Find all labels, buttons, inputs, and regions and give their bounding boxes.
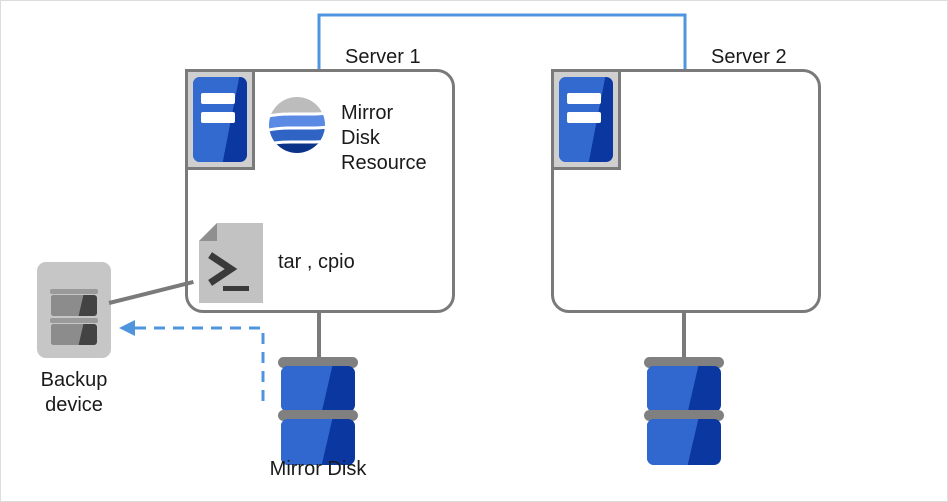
server-bar-lower — [200, 111, 235, 123]
server-1-label: Server 1 — [345, 46, 421, 68]
backup-device-icon — [37, 262, 111, 358]
mirror-disk-resource-label: Mirror Disk Resource — [341, 102, 427, 174]
backup-platter-lower — [51, 324, 97, 345]
globe-icon — [269, 97, 325, 153]
backup-cap-middle — [50, 318, 98, 323]
disk-cap-middle — [644, 410, 724, 421]
backup-platter-upper — [51, 295, 97, 316]
server-2-label: Server 2 — [711, 46, 787, 68]
disk-cap-top — [278, 357, 358, 368]
backup-cap-top — [50, 289, 98, 294]
disk-platter-upper — [281, 366, 355, 412]
script-to-backup-connector — [108, 280, 194, 305]
tar-cpio-label: tar , cpio — [278, 251, 355, 273]
server-2-disk-connector — [682, 311, 686, 359]
disk-cap-top — [644, 357, 724, 368]
disk-platter-upper — [647, 366, 721, 412]
server-1-server-icon — [185, 69, 255, 170]
server-2-server-icon — [551, 69, 621, 170]
disk-platter-lower — [647, 419, 721, 465]
disk-cap-middle — [278, 410, 358, 421]
mirror-disk-2-icon — [644, 357, 724, 467]
server-tower-shape — [193, 77, 247, 162]
disk-platter-lower — [281, 419, 355, 465]
server-bar-upper — [200, 93, 235, 105]
server-tower-shape — [559, 77, 613, 162]
mirror-disk-label: Mirror Disk — [269, 458, 367, 480]
backup-device-label: Backup device — [40, 369, 108, 416]
mirror-disk-1-icon — [278, 357, 358, 467]
script-icon — [199, 223, 263, 303]
server-bar-upper — [566, 93, 601, 105]
server-1-disk-connector — [317, 311, 321, 359]
server-bar-lower — [566, 111, 601, 123]
